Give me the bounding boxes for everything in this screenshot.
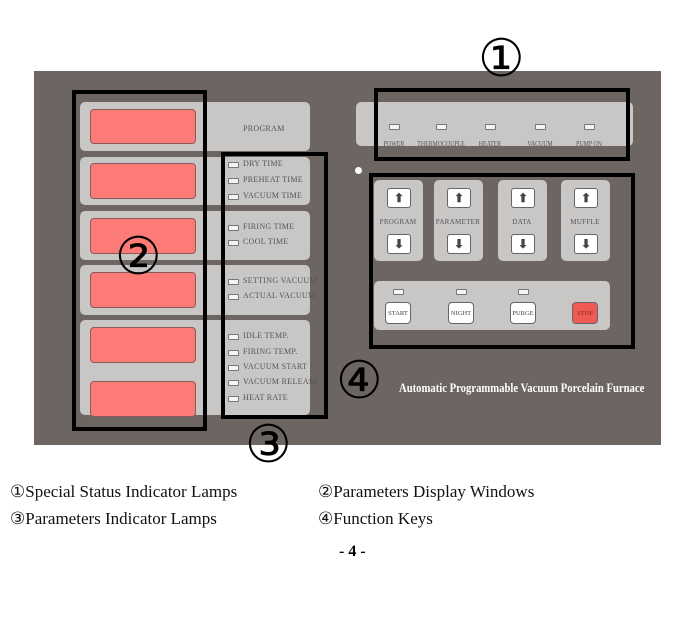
parameter-label: FIRING TIME	[243, 222, 295, 231]
parameter-label: FIRING TEMP.	[243, 347, 298, 356]
purge-button[interactable]: PURGE	[510, 302, 536, 324]
display-window	[90, 163, 196, 199]
parameter-label: COOL TIME	[243, 237, 289, 246]
parameter-label: PREHEAT TIME	[243, 175, 303, 184]
parameter-label: SETTING VACUUM	[243, 276, 317, 285]
caption-3: ③Parameters Indicator Lamps	[10, 509, 217, 528]
down-arrow-button[interactable]: ⬇	[511, 234, 535, 254]
page-number: - 4 -	[339, 543, 366, 560]
parameter-lamp	[228, 162, 239, 168]
status-lamp-label: THERMOCOUPLE	[417, 139, 465, 148]
parameter-lamp	[228, 294, 239, 300]
parameter-label: HEAT RATE	[243, 393, 288, 402]
status-lamp-label: POWER	[383, 139, 405, 148]
up-arrow-button[interactable]: ⬆	[511, 188, 535, 208]
status-lamp-label: VACUUM	[527, 139, 553, 148]
indicator-dot	[355, 167, 362, 174]
parameter-lamp	[228, 334, 239, 340]
annotation-box-4	[369, 173, 635, 349]
down-arrow-button[interactable]: ⬇	[387, 234, 411, 254]
parameter-lamp	[228, 396, 239, 402]
function-lamp	[393, 289, 404, 295]
status-lamp	[485, 124, 496, 130]
function-lamp	[456, 289, 467, 295]
marker-1: ①	[478, 31, 525, 88]
down-arrow-button[interactable]: ⬇	[447, 234, 471, 254]
status-lamp	[584, 124, 595, 130]
parameter-lamp	[228, 380, 239, 386]
annotation-box-3	[221, 152, 328, 419]
program-label: PROGRAM	[243, 124, 285, 133]
display-window	[90, 109, 196, 144]
parameter-label: VACUUM RELEASE	[243, 377, 319, 386]
parameter-lamp	[228, 225, 239, 231]
parameter-label: IDLE TEMP.	[243, 331, 289, 340]
marker-2: ②	[115, 229, 162, 286]
panel-title: Automatic Programmable Vacuum Porcelain …	[399, 380, 645, 395]
parameter-lamp	[228, 365, 239, 371]
marker-3: ③	[245, 417, 292, 474]
caption-2: ②Parameters Display Windows	[318, 482, 535, 501]
parameter-label: ACTUAL VACUUM	[243, 291, 316, 300]
status-lamp	[436, 124, 447, 130]
caption-4: ④Function Keys	[318, 509, 433, 528]
status-lamp-label: HEATER	[478, 139, 502, 148]
key-group-label: DATA	[512, 218, 532, 226]
parameter-lamp	[228, 279, 239, 285]
status-lamp	[535, 124, 546, 130]
parameter-label: VACUUM START	[243, 362, 308, 371]
key-group-label: PARAMETER	[435, 218, 481, 226]
display-window	[90, 218, 196, 254]
status-lamp-label: PUMP ON	[576, 139, 602, 148]
stop-button[interactable]: STOP	[572, 302, 598, 324]
parameter-lamp	[228, 194, 239, 200]
parameter-label: DRY TIME	[243, 159, 283, 168]
parameter-lamp	[228, 178, 239, 184]
display-window	[90, 272, 196, 308]
function-lamp	[518, 289, 529, 295]
key-group-label: MUFFLE	[570, 218, 600, 226]
key-group-label: PROGRAM	[379, 218, 417, 226]
parameter-lamp	[228, 350, 239, 356]
parameter-lamp	[228, 240, 239, 246]
up-arrow-button[interactable]: ⬆	[387, 188, 411, 208]
display-window	[90, 327, 196, 363]
down-arrow-button[interactable]: ⬇	[574, 234, 598, 254]
display-window	[90, 381, 196, 417]
night-button[interactable]: NIGHT	[448, 302, 474, 324]
annotation-box-2	[72, 90, 207, 431]
parameter-label: VACUUM TIME	[243, 191, 303, 200]
start-button[interactable]: START	[385, 302, 411, 324]
up-arrow-button[interactable]: ⬆	[574, 188, 598, 208]
annotation-box-1	[374, 88, 630, 161]
status-lamp	[389, 124, 400, 130]
up-arrow-button[interactable]: ⬆	[447, 188, 471, 208]
function-key-strip	[374, 281, 610, 330]
marker-4: ④	[336, 353, 383, 410]
caption-1: ①Special Status Indicator Lamps	[10, 482, 238, 501]
